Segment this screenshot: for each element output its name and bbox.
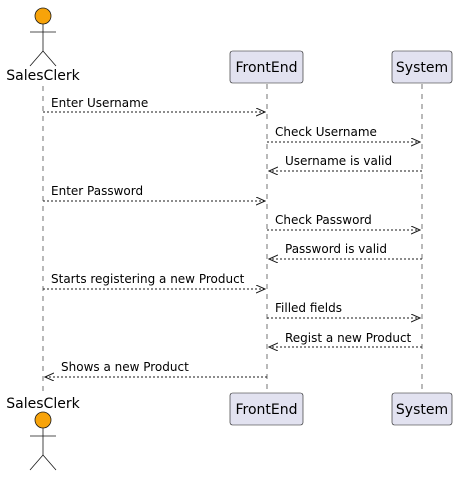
message-label: Filled fields [275, 301, 342, 315]
message-label: Check Username [275, 125, 377, 139]
message-check-password: Check Password [267, 213, 420, 230]
message-username-valid: Username is valid [269, 154, 422, 171]
message-enter-username: Enter Username [43, 96, 265, 112]
message-regist-product: Regist a new Product [269, 331, 422, 347]
stick-figure-icon [29, 411, 57, 471]
actor-label: SalesClerk [6, 68, 80, 84]
participant-label: System [396, 60, 448, 76]
message-label: Password is valid [285, 242, 387, 256]
participant-label: FrontEnd [235, 60, 297, 76]
participant-label: FrontEnd [235, 402, 297, 418]
message-check-username: Check Username [267, 125, 420, 142]
actor-salesclerk-bottom: SalesClerk [6, 396, 81, 471]
actor-label: SalesClerk [6, 396, 80, 412]
message-filled-fields: Filled fields [267, 301, 420, 318]
participant-frontend-bottom: FrontEnd [229, 392, 304, 426]
participant-frontend-top: FrontEnd [229, 50, 304, 84]
message-label: Regist a new Product [285, 331, 412, 345]
message-password-valid: Password is valid [269, 242, 422, 259]
message-label: Username is valid [285, 154, 392, 168]
participant-label: System [396, 402, 448, 418]
message-starts-registering: Starts registering a new Product [43, 272, 265, 289]
message-label: Check Password [275, 213, 372, 227]
message-label: Enter Password [51, 184, 143, 198]
message-enter-password: Enter Password [43, 184, 265, 201]
participant-system-bottom: System [391, 392, 453, 426]
message-label: Starts registering a new Product [51, 272, 245, 286]
participant-system-top: System [391, 50, 453, 84]
stick-figure-icon [29, 7, 57, 67]
message-shows-product: Shows a new Product [45, 360, 267, 377]
message-label: Shows a new Product [61, 360, 189, 374]
actor-salesclerk-top: SalesClerk [6, 7, 81, 84]
message-label: Enter Username [51, 96, 148, 110]
